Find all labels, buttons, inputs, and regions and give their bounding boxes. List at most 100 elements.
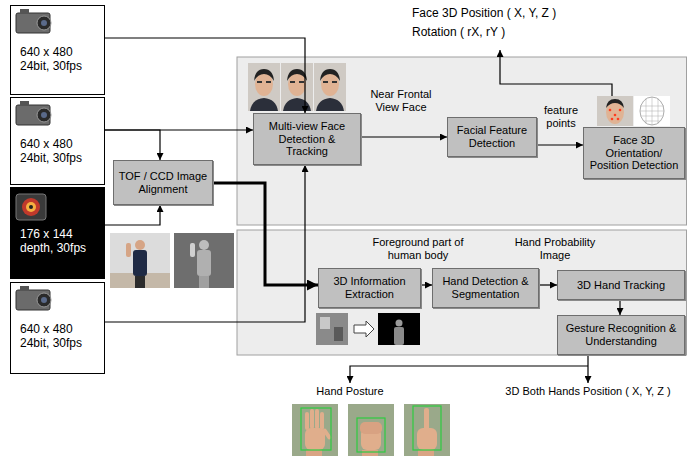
process-box: Gesture Recognition & Understanding xyxy=(557,315,685,355)
flow-arrow xyxy=(105,205,160,225)
box-text: TOF / CCD Image Alignment xyxy=(118,170,208,195)
process-box: 3D Hand Tracking xyxy=(557,270,685,300)
gray-image-patch xyxy=(320,317,330,329)
tof-lens xyxy=(29,205,33,209)
mesh-lines xyxy=(640,97,664,125)
process-box: 3D Information Extraction xyxy=(318,268,421,308)
camera-icon xyxy=(16,9,51,33)
detection-box xyxy=(413,406,441,450)
gray-image-patch xyxy=(334,327,343,341)
process-box: Face 3D Orientation/ Position Detection xyxy=(583,127,685,179)
process-box: Hand Detection & Segmentation xyxy=(432,268,539,308)
box-text: 3D Hand Tracking xyxy=(577,279,665,292)
flow-label: Hand Probability Image xyxy=(505,236,605,262)
foreground-image xyxy=(378,313,420,345)
depth-head xyxy=(199,240,209,250)
flow-arrow xyxy=(361,136,447,137)
mesh-photo-hair xyxy=(606,99,624,108)
finger xyxy=(424,408,429,430)
camera-icon xyxy=(16,101,51,125)
depth-legs xyxy=(199,276,209,288)
finger xyxy=(305,412,309,430)
fist-knuckles xyxy=(360,422,382,434)
box-text: Facial Feature Detection xyxy=(452,124,532,149)
box-text: 176 x 144 depth, 30fps xyxy=(20,228,100,256)
convert-arrow xyxy=(354,321,374,337)
box-text: Gesture Recognition & Understanding xyxy=(562,322,680,347)
tof-ring xyxy=(22,198,40,216)
foreground-body xyxy=(394,327,404,345)
face-photo xyxy=(314,63,346,111)
feature-dot xyxy=(619,109,622,112)
box-text: 3D Information Extraction xyxy=(323,275,416,300)
process-box: TOF / CCD Image Alignment xyxy=(113,160,213,205)
flow-arrow xyxy=(105,130,160,160)
tof-ring-inner xyxy=(26,202,36,212)
face-mesh-image xyxy=(597,96,670,126)
tof-camera-box: 176 x 144 depth, 30fps xyxy=(10,187,105,279)
mesh-photo-ground xyxy=(597,96,633,126)
tof-camera-icon xyxy=(16,194,46,220)
detection-box xyxy=(357,418,385,452)
depth-body xyxy=(197,250,211,276)
flow-arrow xyxy=(537,144,583,145)
box-text: Face 3D Orientation/ Position Detection xyxy=(588,134,680,172)
finger xyxy=(315,409,319,429)
face-photo xyxy=(281,63,313,111)
depth-ground xyxy=(174,233,234,288)
output-arrow xyxy=(500,50,612,96)
pointing-hand-image xyxy=(404,404,450,456)
person-legs xyxy=(135,276,145,288)
process-box: Facial Feature Detection xyxy=(447,117,537,157)
tof-body xyxy=(16,194,46,220)
mesh-ground xyxy=(634,96,670,126)
box-text: 640 x 480 24bit, 30fps xyxy=(20,46,100,74)
camera-box: 640 x 480 24bit, 30fps xyxy=(10,5,105,95)
finger xyxy=(310,409,314,429)
mesh-photo-face xyxy=(606,100,624,124)
hand-photo xyxy=(348,404,394,456)
flow-label: Near Frontal View Face xyxy=(366,88,436,114)
feature-dot xyxy=(611,118,614,121)
extraction-images xyxy=(316,313,420,345)
feature-dot xyxy=(609,109,612,112)
flow-arrow xyxy=(539,284,557,285)
gray-image xyxy=(316,313,348,345)
image-ground xyxy=(110,233,170,288)
mesh-outline xyxy=(640,97,664,125)
box-text: Multi-view Face Detection & Tracking xyxy=(258,120,356,158)
person-hand xyxy=(126,243,131,257)
output-arrow xyxy=(350,366,588,383)
box-text: 640 x 480 24bit, 30fps xyxy=(20,138,100,166)
camera-box: 640 x 480 24bit, 30fps xyxy=(10,97,105,185)
tof-box-ground xyxy=(10,187,105,279)
flow-arrow xyxy=(421,284,432,285)
process-box: Multi-view Face Detection & Tracking xyxy=(253,113,361,165)
foreground-head xyxy=(396,320,403,327)
fist-image xyxy=(348,404,394,456)
depth-person-image xyxy=(174,233,234,288)
flow-arrow xyxy=(105,38,305,113)
hand-photo xyxy=(292,404,338,456)
detection-box xyxy=(301,408,331,450)
flow-label: Foreground part of human body xyxy=(362,236,474,262)
box-text: Hand Detection & Segmentation xyxy=(437,275,534,300)
person-body xyxy=(133,250,147,276)
depth-hand xyxy=(190,243,195,257)
camera-box: 640 x 480 24bit, 30fps xyxy=(10,282,105,374)
flow-arrow xyxy=(619,300,620,315)
color-person-image xyxy=(110,233,170,288)
face-photo xyxy=(248,63,280,111)
flow-label: feature points xyxy=(539,104,583,130)
output-label: Face 3D Position ( X, Y, Z ) xyxy=(412,6,556,20)
finger xyxy=(320,412,324,430)
open-hand-image xyxy=(292,404,338,456)
person-head xyxy=(135,240,145,250)
output-label: Hand Posture xyxy=(300,385,400,398)
hand-photo xyxy=(404,404,450,456)
output-label: Rotation ( rX, rY ) xyxy=(412,25,505,39)
feature-dot xyxy=(614,114,617,117)
output-label: 3D Both Hands Position ( X, Y, Z ) xyxy=(491,385,685,398)
box-text: 640 x 480 24bit, 30fps xyxy=(20,323,100,351)
